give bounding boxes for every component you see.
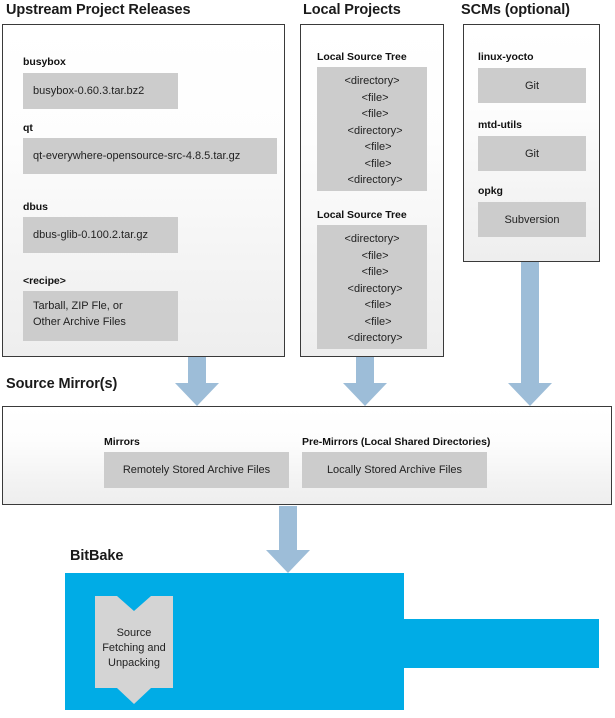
panel-scms: linux-yocto Git mtd-utils Git opkg Subve… [463, 24, 600, 262]
tree-line: <directory> [344, 75, 400, 87]
tree-line: <file> [355, 108, 389, 120]
archive-box-dbus: dbus-glib-0.100.2.tar.gz [23, 217, 178, 253]
tree-box-local-source-tree-2: <directory> <file> <file> <directory> <f… [317, 225, 427, 349]
task-line-3: Unpacking [108, 657, 160, 669]
group-label-busybox: busybox [23, 56, 66, 68]
group-label-mirrors: Mirrors [104, 436, 140, 448]
group-label-pre-mirrors: Pre-Mirrors (Local Shared Directories) [302, 436, 491, 448]
task-line-1: Source [116, 627, 152, 639]
tree-line: <directory> [341, 282, 403, 295]
scm-box-opkg: Subversion [478, 202, 586, 237]
panel-local-projects: Local Source Tree <directory> <file> <fi… [300, 24, 444, 357]
tree-line: <file> [355, 91, 389, 104]
tree-line: <file> [355, 266, 389, 278]
tree-box-local-source-tree-1: <directory> <file> <file> <directory> <f… [317, 67, 427, 191]
archive-box-busybox: busybox-0.60.3.tar.bz2 [23, 73, 178, 109]
section-title-local-projects: Local Projects [303, 2, 401, 18]
scm-box-mtd-utils: Git [478, 136, 586, 171]
section-title-bitbake: BitBake [70, 548, 124, 564]
scm-box-linux-yocto: Git [478, 68, 586, 103]
notch-top-shape [117, 596, 151, 611]
task-line-2: Fetching and [102, 642, 166, 654]
tree-line: <directory> [341, 124, 403, 137]
archive-box-qt: qt-everywhere-opensource-src-4.8.5.tar.g… [23, 138, 277, 174]
group-label-local-source-tree-1: Local Source Tree [317, 51, 407, 63]
panel-upstream-project-releases: busybox busybox-0.60.3.tar.bz2 qt qt-eve… [2, 24, 285, 357]
group-label-qt: qt [23, 122, 33, 134]
tree-line: <directory> [344, 233, 400, 245]
tree-line: <directory> [341, 332, 403, 344]
tree-line: <file> [352, 315, 392, 328]
tree-line: <directory> [341, 174, 403, 186]
task-box-text: Source Fetching and Unpacking [95, 626, 173, 671]
section-title-upstream: Upstream Project Releases [6, 2, 191, 18]
tree-line: <file> [352, 141, 392, 153]
mirror-box-remote: Remotely Stored Archive Files [104, 452, 289, 488]
mirror-box-local: Locally Stored Archive Files [302, 452, 487, 488]
tree-line: <file> [352, 157, 392, 170]
panel-source-mirrors: Mirrors Remotely Stored Archive Files Pr… [2, 406, 612, 505]
arrow-source-mirror-to-bitbake [266, 506, 310, 574]
arrow-scms-to-source-mirror [508, 262, 552, 406]
group-label-opkg: opkg [478, 185, 503, 197]
tree-line: <file> [352, 299, 392, 311]
archive-box-recipe-line2: Other Archive Files [33, 316, 126, 328]
section-title-source-mirrors: Source Mirror(s) [6, 376, 118, 392]
archive-box-recipe: Tarball, ZIP Fle, or Other Archive Files [23, 291, 178, 341]
tree-line: <file> [355, 249, 389, 262]
group-label-recipe: <recipe> [23, 275, 66, 287]
group-label-local-source-tree-2: Local Source Tree [317, 209, 407, 221]
group-label-mtd-utils: mtd-utils [478, 119, 522, 131]
group-label-linux-yocto: linux-yocto [478, 51, 534, 63]
archive-box-recipe-line1: Tarball, ZIP Fle, or [33, 300, 123, 312]
arrow-upstream-to-source-mirror [175, 357, 219, 406]
task-box-source-fetching-and-unpacking: Source Fetching and Unpacking [95, 596, 173, 704]
arrow-local-projects-to-source-mirror [343, 357, 387, 406]
group-label-dbus: dbus [23, 201, 48, 213]
section-title-scms: SCMs (optional) [461, 2, 570, 18]
point-bottom-shape [117, 688, 151, 704]
